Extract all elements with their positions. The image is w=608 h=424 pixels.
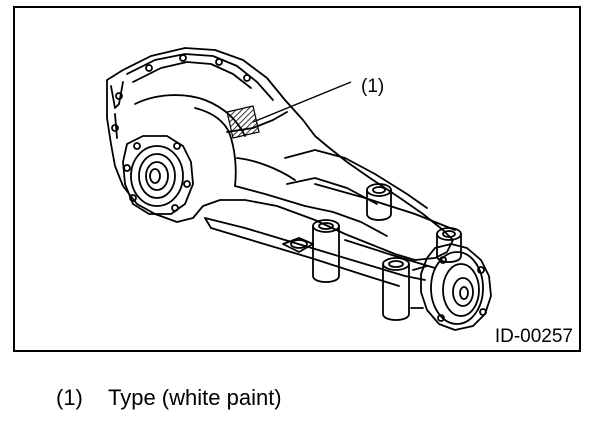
figure-frame: (1) ID-00257 xyxy=(13,6,581,352)
right-mount-bushing xyxy=(436,233,462,263)
left-mount-bushing xyxy=(312,225,340,283)
legend: (1) Type (white paint) xyxy=(56,385,282,411)
mounting-bar xyxy=(204,217,426,281)
legend-item-number: (1) xyxy=(56,385,83,410)
legend-item: (1) Type (white paint) xyxy=(56,385,282,411)
left-output-flange xyxy=(122,135,194,215)
callout-leader-line xyxy=(252,81,352,123)
figure-id: ID-00257 xyxy=(494,326,573,347)
upper-mount-bushing xyxy=(366,189,392,221)
front-mount-bushing xyxy=(382,263,410,321)
differential-illustration xyxy=(106,47,492,331)
callout-label: (1) xyxy=(361,76,385,97)
type-paint-mark xyxy=(226,105,260,139)
legend-item-text: Type (white paint) xyxy=(108,385,282,410)
